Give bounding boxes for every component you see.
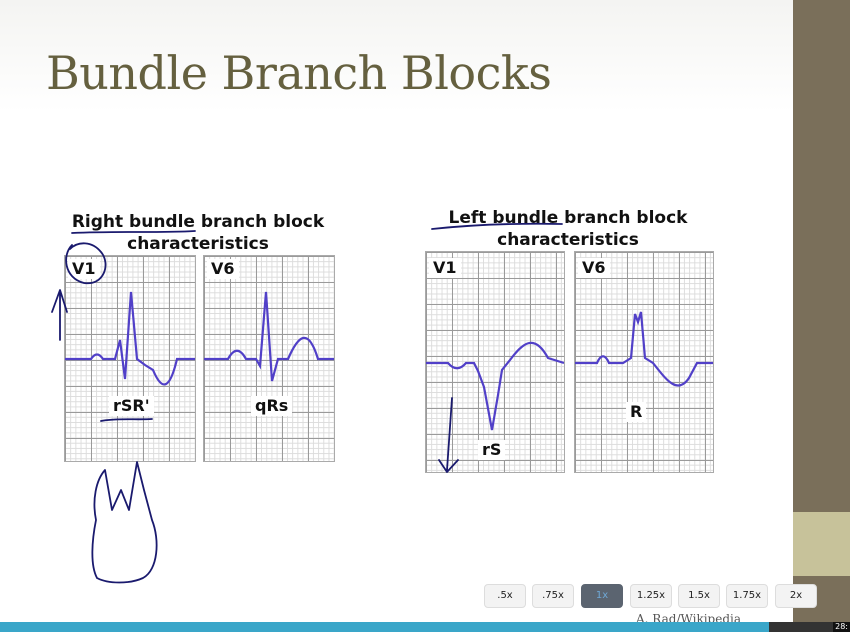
- rbbb-title-line1: Right bundle branch block: [71, 212, 325, 232]
- lead-label-v1: V1: [429, 258, 461, 278]
- arrow-up-annotation: [51, 289, 68, 341]
- lead-label-v6: V6: [578, 258, 610, 278]
- speed-0-75x-button[interactable]: .75x: [532, 584, 574, 608]
- ecg-panel-rbbb-v6: V6 qRs: [203, 255, 335, 462]
- slide-title: Bundle Branch Blocks: [46, 46, 552, 100]
- speed-0-5x-button[interactable]: .5x: [484, 584, 526, 608]
- playback-time: 28:: [833, 622, 850, 632]
- lead-label-v6: V6: [207, 259, 239, 279]
- ecg-trace-rbbb-v1: [65, 291, 195, 386]
- video-progress-bar[interactable]: 28:: [0, 622, 850, 632]
- ecg-panel-lbbb-v6: V6 R: [574, 251, 714, 473]
- underline-left-bundle: [431, 222, 563, 230]
- wave-label-r: R: [626, 402, 647, 422]
- wave-label-rsr-prime: rSR': [109, 396, 154, 416]
- slide-side-band-accent: [793, 512, 850, 576]
- lbbb-title-line1: Left bundle branch block: [448, 208, 688, 228]
- ecg-trace-lbbb-v1: [426, 341, 564, 431]
- video-progress-fill: [0, 622, 770, 632]
- rbbb-title-line2: characteristics: [127, 234, 269, 254]
- arrow-down-annotation: [438, 397, 459, 473]
- speed-1-75x-button[interactable]: 1.75x: [726, 584, 768, 608]
- lead-label-v1: V1: [68, 259, 100, 279]
- ecg-trace-lbbb-v6: [575, 311, 713, 387]
- wave-label-qrs: qRs: [251, 396, 293, 416]
- wave-label-rs: rS: [478, 440, 506, 460]
- playback-speed-bar: .5x .75x 1x 1.25x 1.5x 1.75x 2x: [484, 584, 824, 608]
- rbbb-title: Right bundle branch block characteristic…: [64, 211, 332, 255]
- circle-v1-annotation: [65, 242, 107, 284]
- speed-1x-button[interactable]: 1x: [581, 584, 623, 608]
- rsr-sketch-annotation: [91, 461, 158, 584]
- ecg-trace-rbbb-v6: [204, 291, 334, 382]
- ecg-panel-rbbb-v1: V1 rSR': [64, 255, 196, 462]
- speed-1-5x-button[interactable]: 1.5x: [678, 584, 720, 608]
- underline-rsr-annotation: [100, 418, 153, 422]
- speed-2x-button[interactable]: 2x: [775, 584, 817, 608]
- slide-side-band: [793, 0, 850, 512]
- lbbb-title: Left bundle branch block characteristics: [432, 207, 704, 251]
- speed-1-25x-button[interactable]: 1.25x: [630, 584, 672, 608]
- underline-right-bundle: [71, 230, 196, 234]
- lbbb-title-line2: characteristics: [497, 230, 639, 250]
